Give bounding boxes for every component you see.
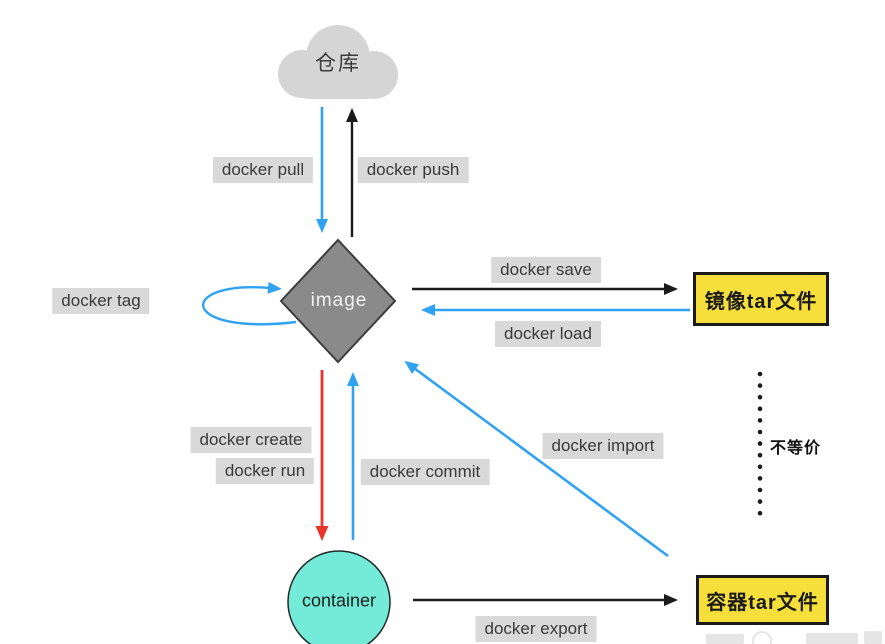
- watermark-fragment: [806, 633, 858, 644]
- docker-run-label: docker run: [215, 458, 315, 484]
- edge-docker-import: [404, 360, 669, 558]
- docker-commit-label: docker commit: [360, 459, 490, 485]
- container-tar-file-node: 容器tar文件: [696, 575, 829, 625]
- docker-create-label: docker create: [190, 427, 312, 453]
- not-equivalent-annotation: 不等价: [770, 440, 822, 457]
- registry-node-label: 仓库: [315, 52, 361, 75]
- container-circle-shape: [287, 550, 391, 644]
- docker-export-label: docker export: [475, 616, 597, 642]
- image-tar-file-node: 镜像tar文件: [693, 272, 829, 326]
- docker-save-label: docker save: [491, 257, 601, 283]
- image-diamond-shape: [279, 238, 397, 364]
- docker-tag-label: docker tag: [52, 288, 150, 314]
- edge-docker-tag-loop: [201, 281, 297, 326]
- container-tar-file-label: 容器tar文件: [706, 591, 819, 614]
- docker-load-label: docker load: [495, 321, 601, 347]
- registry-cloud-shape: [278, 25, 398, 99]
- docker-pull-label: docker pull: [212, 157, 314, 183]
- image-node-label: image: [310, 290, 368, 311]
- container-node-label: container: [301, 590, 377, 611]
- image-tar-file-label: 镜像tar文件: [704, 290, 818, 313]
- watermark-fragment: [706, 634, 744, 644]
- docker-import-label: docker import: [542, 433, 664, 459]
- watermark-fragment: [864, 631, 882, 644]
- docker-push-label: docker push: [357, 157, 469, 183]
- watermark-fragment: [752, 631, 772, 644]
